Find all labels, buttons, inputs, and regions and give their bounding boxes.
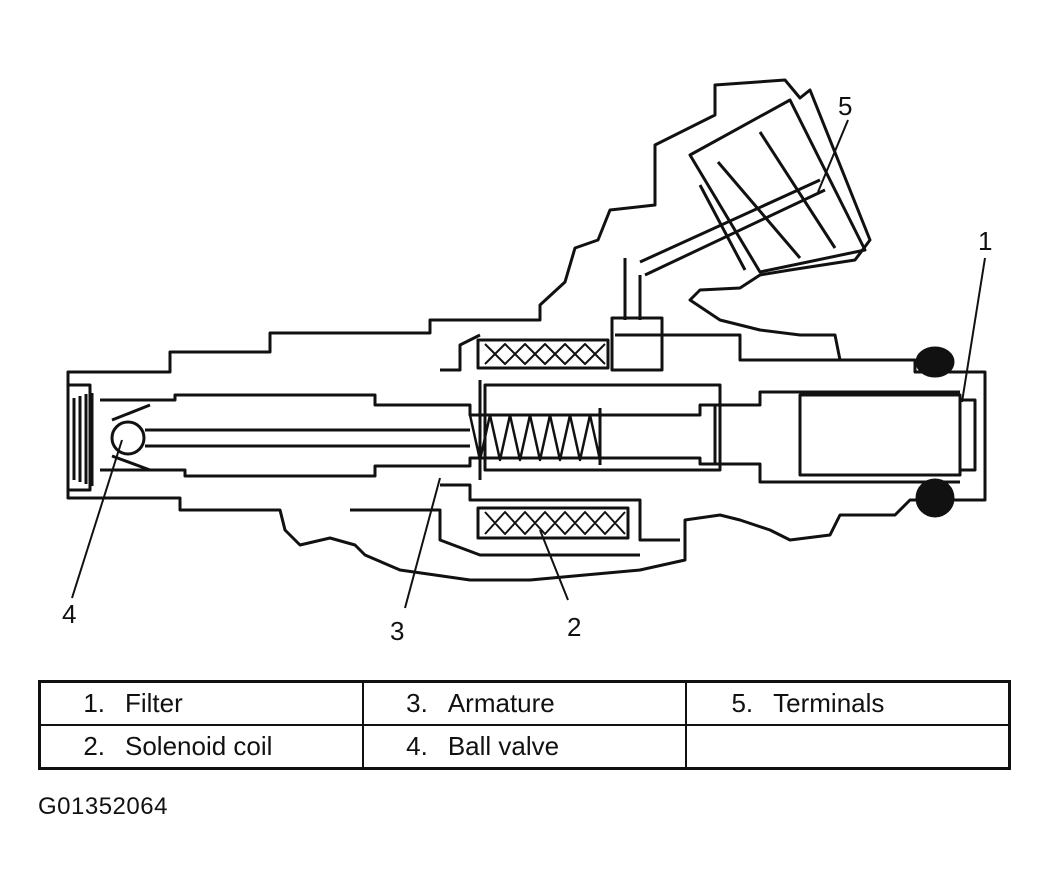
legend-row: 2. Solenoid coil 4. Ball valve <box>38 724 1011 770</box>
leader-5 <box>817 119 849 193</box>
callout-1: 1 <box>978 226 992 256</box>
legend-number: 4. <box>406 731 428 761</box>
inlet-filter <box>798 393 977 477</box>
fuel-injector-diagram: 1 2 3 4 5 <box>62 78 992 646</box>
armature-inner <box>478 380 717 480</box>
inner-bore-bottom <box>100 456 960 484</box>
legend-label: Solenoid coil <box>125 731 273 761</box>
leader-4 <box>71 439 123 599</box>
legend-table: 1. Filter 3. Armature 5. Terminals 2. Soleno… <box>38 680 1011 770</box>
solenoid-coil-top <box>476 338 610 370</box>
ball-valve <box>110 420 146 456</box>
callout-5: 5 <box>838 91 852 121</box>
housing-inner-top <box>440 333 840 372</box>
legend-label: Ball valve <box>447 731 560 761</box>
needle-rod <box>145 428 470 448</box>
leader-3 <box>404 477 441 609</box>
leader-1 <box>961 257 986 403</box>
legend-number: 1. <box>83 688 105 718</box>
figure-id: G01352064 <box>38 793 168 820</box>
leader-2 <box>539 529 569 601</box>
legend-label: Terminals <box>773 688 885 718</box>
armature-spring <box>468 413 602 462</box>
terminal-pin <box>623 178 826 320</box>
legend-cell: 3. Armature <box>361 680 688 726</box>
legend-label: Armature <box>447 688 555 718</box>
solenoid-winding-bottom <box>484 511 626 535</box>
legend-cell-empty <box>685 724 1011 770</box>
terminal-block <box>610 316 664 372</box>
o-ring-bottom <box>915 478 955 518</box>
inner-bore-top <box>100 390 960 417</box>
filter-screen <box>72 393 94 486</box>
legend-cell: 1. Filter <box>38 680 364 726</box>
legend-row: 1. Filter 3. Armature 5. Terminals <box>38 680 1011 726</box>
legend-label: Filter <box>125 688 183 718</box>
terminal-connector <box>688 98 867 274</box>
legend-cell: 4. Ball valve <box>361 724 688 770</box>
legend-number: 2. <box>83 731 105 761</box>
nozzle-cap <box>68 383 92 492</box>
callout-4: 4 <box>62 599 76 629</box>
solenoid-winding-top <box>484 343 606 365</box>
legend-number: 5. <box>731 688 754 718</box>
callout-2: 2 <box>567 612 581 642</box>
callout-3: 3 <box>390 616 404 646</box>
legend-cell: 2. Solenoid coil <box>38 724 364 770</box>
ball-seat <box>111 403 151 472</box>
legend-number: 3. <box>406 688 428 718</box>
o-ring-top <box>915 346 955 378</box>
housing-inner-bottom <box>350 483 680 557</box>
legend-cell: 5. Terminals <box>685 680 1011 726</box>
solenoid-coil-bottom <box>476 506 630 540</box>
injector-body-outline <box>66 78 987 582</box>
